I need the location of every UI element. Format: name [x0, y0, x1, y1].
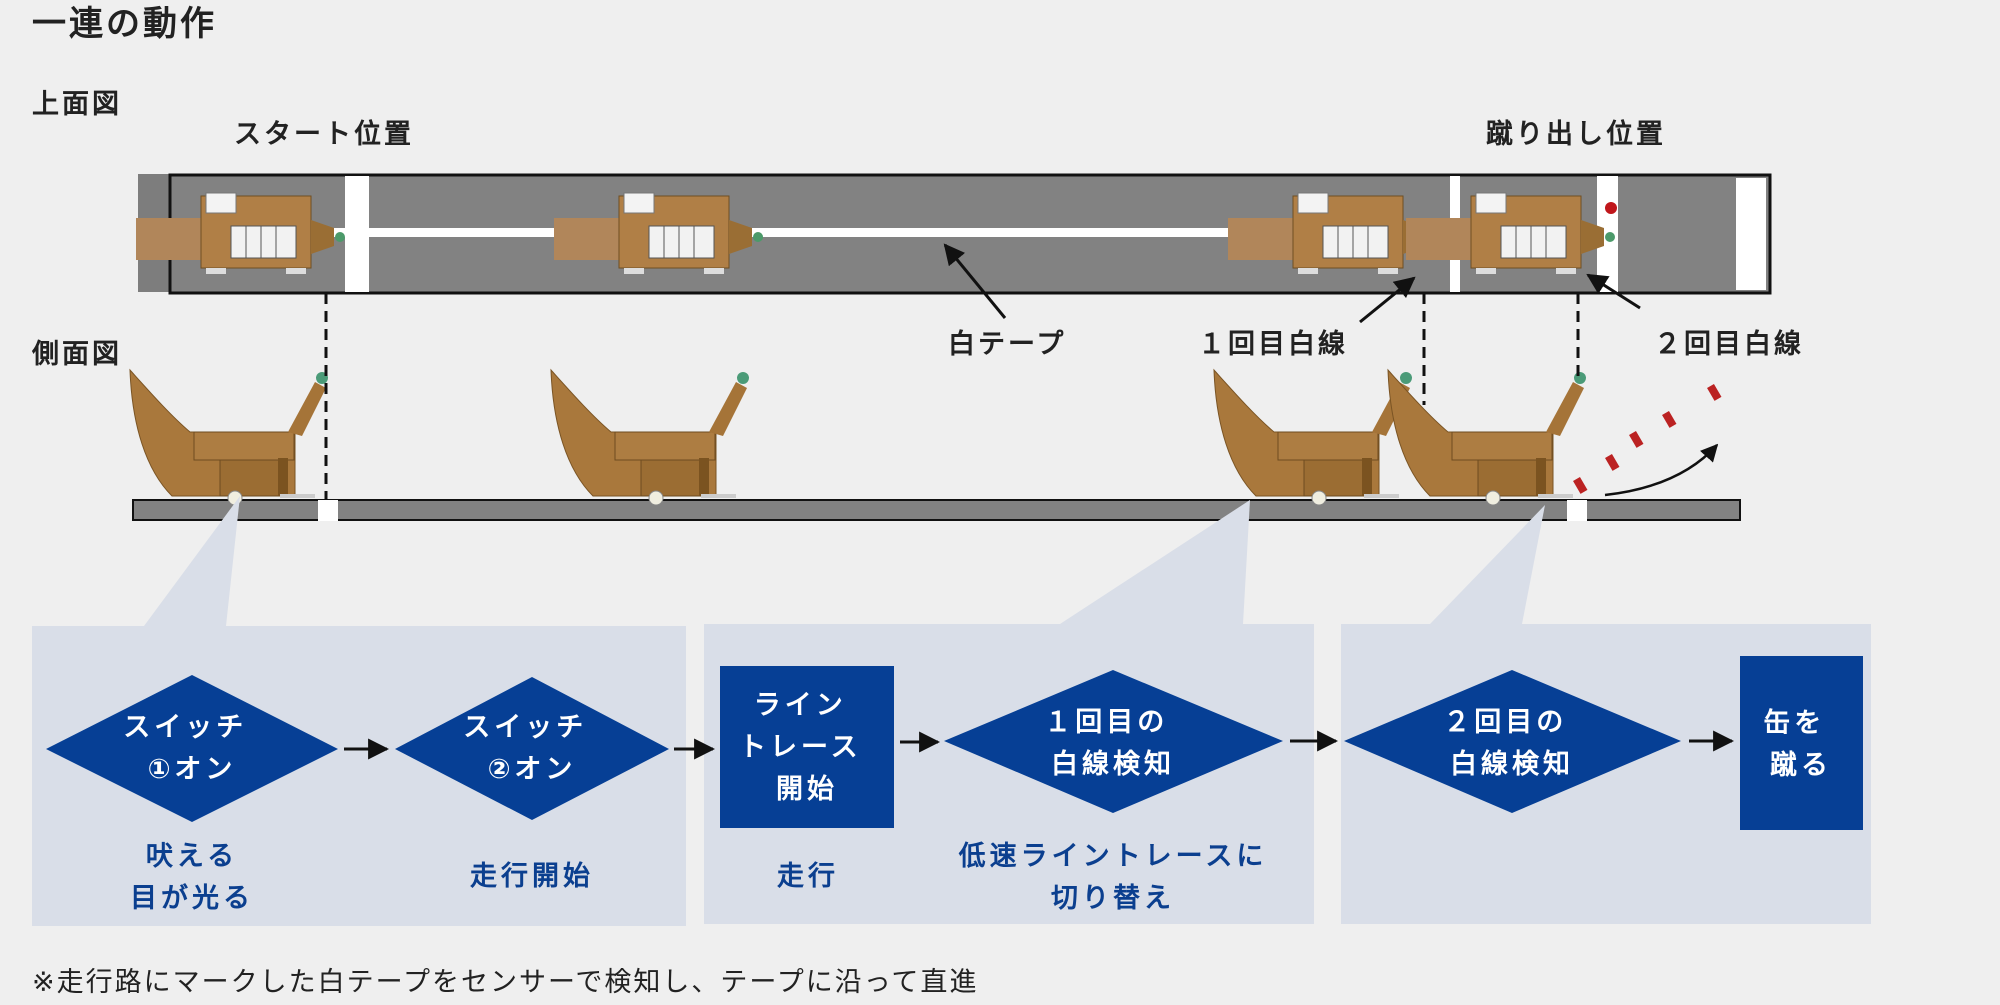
- side-view-label: 側面図: [32, 339, 122, 370]
- switch2-diamond: [395, 677, 669, 820]
- flow-arrows: [344, 730, 1735, 760]
- kick-can-text: 缶を 蹴る: [1763, 707, 1838, 781]
- white-tape-arrow: [943, 243, 1007, 319]
- can-marker: [1605, 202, 1617, 214]
- desc-eyes-glow: 目が光る: [130, 883, 254, 914]
- second-line-detect-diamond: [1344, 670, 1681, 813]
- top-view-label: 上面図: [32, 89, 122, 120]
- robot-side-line1: [1213, 369, 1413, 506]
- robot-side-mid: [550, 369, 750, 506]
- switch1-text: スイッチ ①オン: [123, 712, 260, 785]
- page-title: 一連の動作: [32, 4, 217, 44]
- side-view-ground: [132, 499, 1741, 521]
- first-white-line-label: １回目白線: [1198, 329, 1348, 360]
- line-trace-description: 走行: [777, 861, 839, 892]
- robot-side-kick: [1387, 369, 1587, 506]
- alignment-dashes: [324, 293, 1580, 500]
- line-trace-start-box: [720, 666, 894, 828]
- white-tape-line: [330, 228, 1230, 237]
- first-line-description: 低速ライントレースに 切り替え: [943, 836, 1283, 920]
- start-line-side: [318, 500, 338, 521]
- desc-bark: 吠える: [145, 841, 239, 872]
- robot-side-start: [129, 369, 329, 506]
- switch1-diamond: [46, 675, 338, 822]
- first-line-detect-text: １回目の 白線検知: [1044, 707, 1181, 780]
- white-tape-label: 白テープ: [948, 329, 1067, 360]
- second-line-side: [1567, 500, 1587, 521]
- kick-trajectory-arrow: [1604, 443, 1719, 497]
- switch1-description: 吠える 目が光る: [92, 836, 292, 920]
- first-line-detect-diamond: [944, 670, 1283, 813]
- desc-low-speed: 低速ライントレースに: [958, 841, 1268, 872]
- second-line-arrow: [1586, 273, 1641, 310]
- kick-can-box: [1740, 656, 1863, 830]
- flying-cans: [1573, 383, 1722, 494]
- desc-switch: 切り替え: [1051, 883, 1175, 914]
- start-white-line: [345, 176, 369, 292]
- kick-position-label: 蹴り出し位置: [1486, 119, 1666, 150]
- switch2-description: 走行開始: [470, 861, 594, 892]
- start-position-label: スタート位置: [234, 119, 414, 150]
- line-trace-start-text: ライン トレース 開始: [739, 690, 875, 805]
- second-line-detect-text: ２回目の 白線検知: [1443, 707, 1580, 780]
- first-line-arrow: [1359, 276, 1416, 324]
- second-white-line-label: ２回目白線: [1654, 329, 1804, 360]
- footnote: ※走行路にマークした白テープをセンサーで検知し、テープに沿って直進: [32, 967, 979, 998]
- switch2-text: スイッチ ②オン: [463, 712, 600, 785]
- track-end-strip: [1736, 178, 1766, 290]
